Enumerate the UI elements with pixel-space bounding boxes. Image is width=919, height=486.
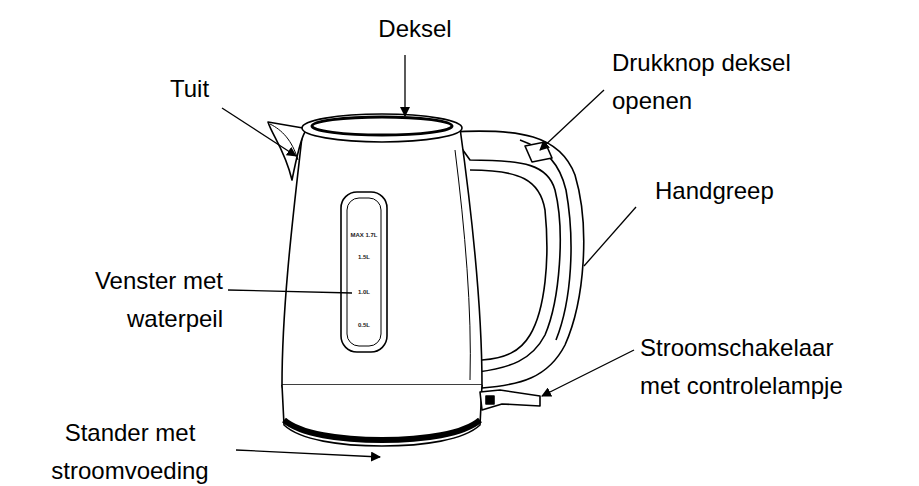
leader-line xyxy=(228,290,352,293)
level-mark: 1.0L xyxy=(349,289,379,296)
indicator-lamp xyxy=(486,396,494,404)
water-window-inner xyxy=(347,198,381,346)
power-switch xyxy=(480,390,540,410)
water-window xyxy=(341,192,387,352)
leader-line xyxy=(404,55,405,116)
level-mark: 0.5L xyxy=(349,322,379,329)
lid-button xyxy=(525,142,552,162)
kettle-body xyxy=(282,128,482,385)
base xyxy=(282,385,482,446)
handle-edge xyxy=(520,140,571,340)
lid xyxy=(302,114,462,142)
lid-ring xyxy=(312,117,452,135)
body-shade xyxy=(455,150,470,380)
part-label: Handgreep xyxy=(655,172,815,210)
part-label: Stroomschakelaar met controlelampje xyxy=(640,329,875,405)
part-label: Deksel xyxy=(360,10,470,48)
leader-line xyxy=(540,90,604,150)
leader-line xyxy=(584,207,636,266)
part-label: Venster met waterpeil xyxy=(58,262,223,338)
part-label: Drukknop deksel openen xyxy=(612,44,812,120)
leader-line xyxy=(236,450,380,457)
spout xyxy=(268,122,305,180)
part-label: Stander met stroomvoeding xyxy=(30,414,230,486)
handle-inner xyxy=(470,170,547,360)
part-label: Tuit xyxy=(170,70,240,108)
level-mark: MAX 1.7L xyxy=(349,232,379,239)
base-stripe xyxy=(284,420,480,440)
leader-line xyxy=(222,108,296,156)
leader-line xyxy=(542,350,634,396)
level-mark: 1.5L xyxy=(349,254,379,261)
